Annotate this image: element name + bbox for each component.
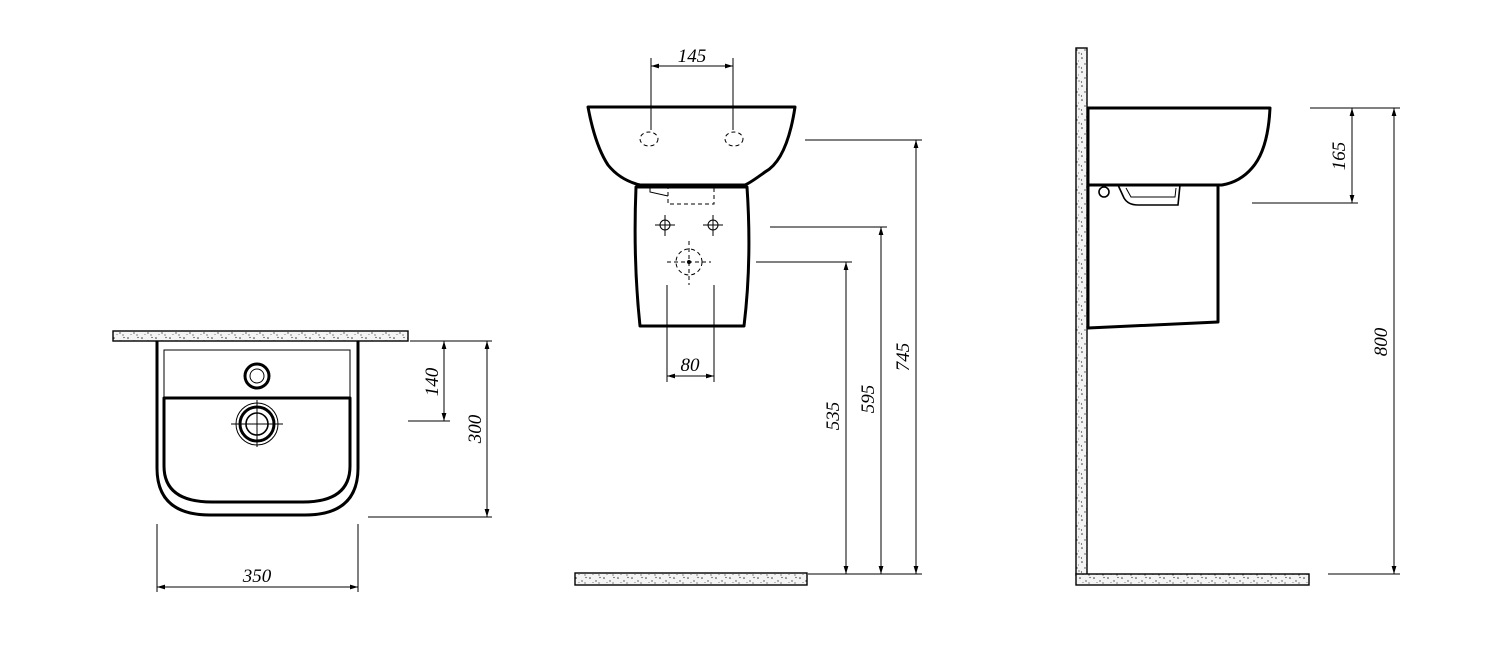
dim-label-300: 300 — [465, 414, 486, 444]
wall-slab-top-view — [112, 330, 409, 342]
side-siphon-inner — [1125, 187, 1177, 198]
side-pedestal-outline — [1086, 183, 1220, 330]
top-view: 350 140 300 — [112, 330, 492, 592]
front-view: 145 80 535 595 745 — [574, 46, 922, 586]
dim-width-350: 350 — [156, 524, 359, 592]
dim-fixing-spacing-145: 145 — [650, 46, 734, 130]
drain-outlet — [231, 400, 283, 447]
dim-label-595: 595 — [858, 385, 879, 414]
dim-label-145: 145 — [678, 46, 707, 67]
side-fixing-bolt — [1098, 186, 1110, 198]
side-siphon — [1117, 184, 1181, 206]
dim-label-140: 140 — [422, 367, 443, 396]
dim-height-745: 745 — [805, 139, 922, 575]
dim-height-535: 535 — [756, 261, 852, 575]
dim-label-350: 350 — [242, 566, 272, 587]
front-basin-outline — [586, 105, 797, 187]
dim-rim-height-800: 800 — [1328, 107, 1400, 575]
dim-outlet-spacing-80: 80 — [666, 285, 715, 382]
pedestal-outline — [633, 185, 751, 328]
dim-label-165: 165 — [1329, 142, 1350, 171]
floor-slab-front-view — [574, 572, 808, 586]
dim-label-535: 535 — [823, 402, 844, 431]
wall-side-view — [1075, 47, 1088, 576]
waste-outlet-cross — [667, 241, 711, 285]
fixing-cross-right — [703, 215, 723, 236]
dim-label-800: 800 — [1371, 327, 1392, 356]
side-view: 165 800 — [1075, 47, 1400, 586]
fixing-cross-left — [655, 215, 675, 236]
dim-depth-140: 140 — [408, 340, 450, 422]
basin-bowl-inner — [162, 396, 352, 504]
fixing-hole-right — [724, 131, 744, 147]
basin-deck-line — [163, 349, 351, 398]
side-basin-outline — [1086, 106, 1272, 187]
tap-hole — [243, 362, 271, 390]
dim-bowl-height-165: 165 — [1252, 107, 1358, 204]
floor-slab-side-view — [1075, 573, 1310, 586]
dim-label-80: 80 — [681, 355, 701, 376]
dim-label-745: 745 — [893, 343, 914, 372]
dim-height-595: 595 — [770, 226, 887, 575]
basin-outline-outer — [155, 341, 360, 517]
front-siphon-hidden — [667, 185, 715, 205]
fixing-hole-left — [639, 131, 659, 147]
dim-depth-300: 300 — [368, 340, 492, 518]
